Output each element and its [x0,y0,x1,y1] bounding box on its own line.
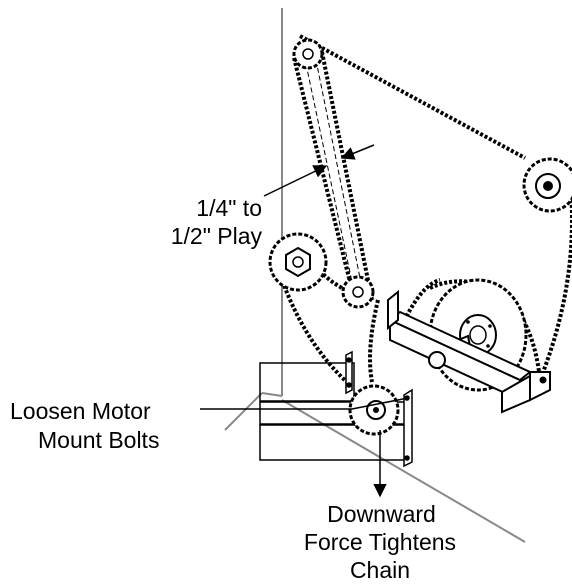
loosen-label-line2: Mount Bolts [38,427,160,453]
force-label-line2: Force Tightens [303,529,457,555]
motor-mount-plate [259,350,413,468]
support-frame [387,289,551,414]
play-dimension-arrows [263,144,375,197]
left-idler-sprocket [268,232,328,292]
top-sprocket [292,38,324,70]
force-label-line1: Downward [327,501,436,527]
right-sprocket [522,157,572,213]
force-label-line3: Chain [349,557,411,583]
motor-sprocket [348,384,400,436]
loosen-label-line1: Loosen Motor [10,398,151,424]
slack-indicator [305,59,361,283]
loosen-leader-line [200,397,409,410]
play-label-line1: 1/4" to [196,195,262,221]
play-label-line2: 1/2" Play [170,223,262,249]
wall-frame [224,8,526,543]
small-idler-sprocket [341,275,375,309]
